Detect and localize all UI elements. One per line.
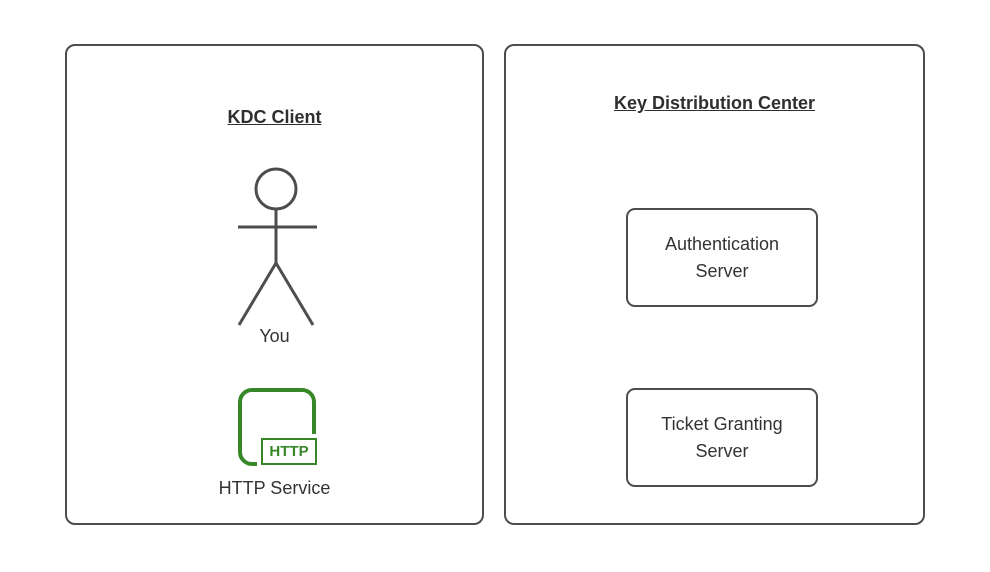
auth-server-node[interactable]: Authentication Server [626, 208, 818, 307]
kdc-panel[interactable]: Key Distribution Center Authentication S… [504, 44, 925, 525]
person-icon[interactable] [216, 162, 336, 332]
http-badge-label: HTTP [269, 443, 309, 460]
ticket-granting-server-label: Ticket Granting Server [661, 413, 783, 461]
http-service-icon[interactable]: HTTP [238, 388, 317, 466]
http-service-label: HTTP Service [218, 478, 331, 498]
http-badge: HTTP [261, 438, 317, 465]
ticket-granting-server-node[interactable]: Ticket Granting Server [626, 388, 818, 487]
auth-server-label: Authentication Server [664, 233, 780, 281]
kdc-client-title: KDC Client [227, 107, 322, 127]
you-label: You [259, 326, 290, 346]
kdc-title: Key Distribution Center [613, 93, 816, 113]
kdc-client-panel[interactable]: KDC Client You HTTP HTTP Service [65, 44, 484, 525]
